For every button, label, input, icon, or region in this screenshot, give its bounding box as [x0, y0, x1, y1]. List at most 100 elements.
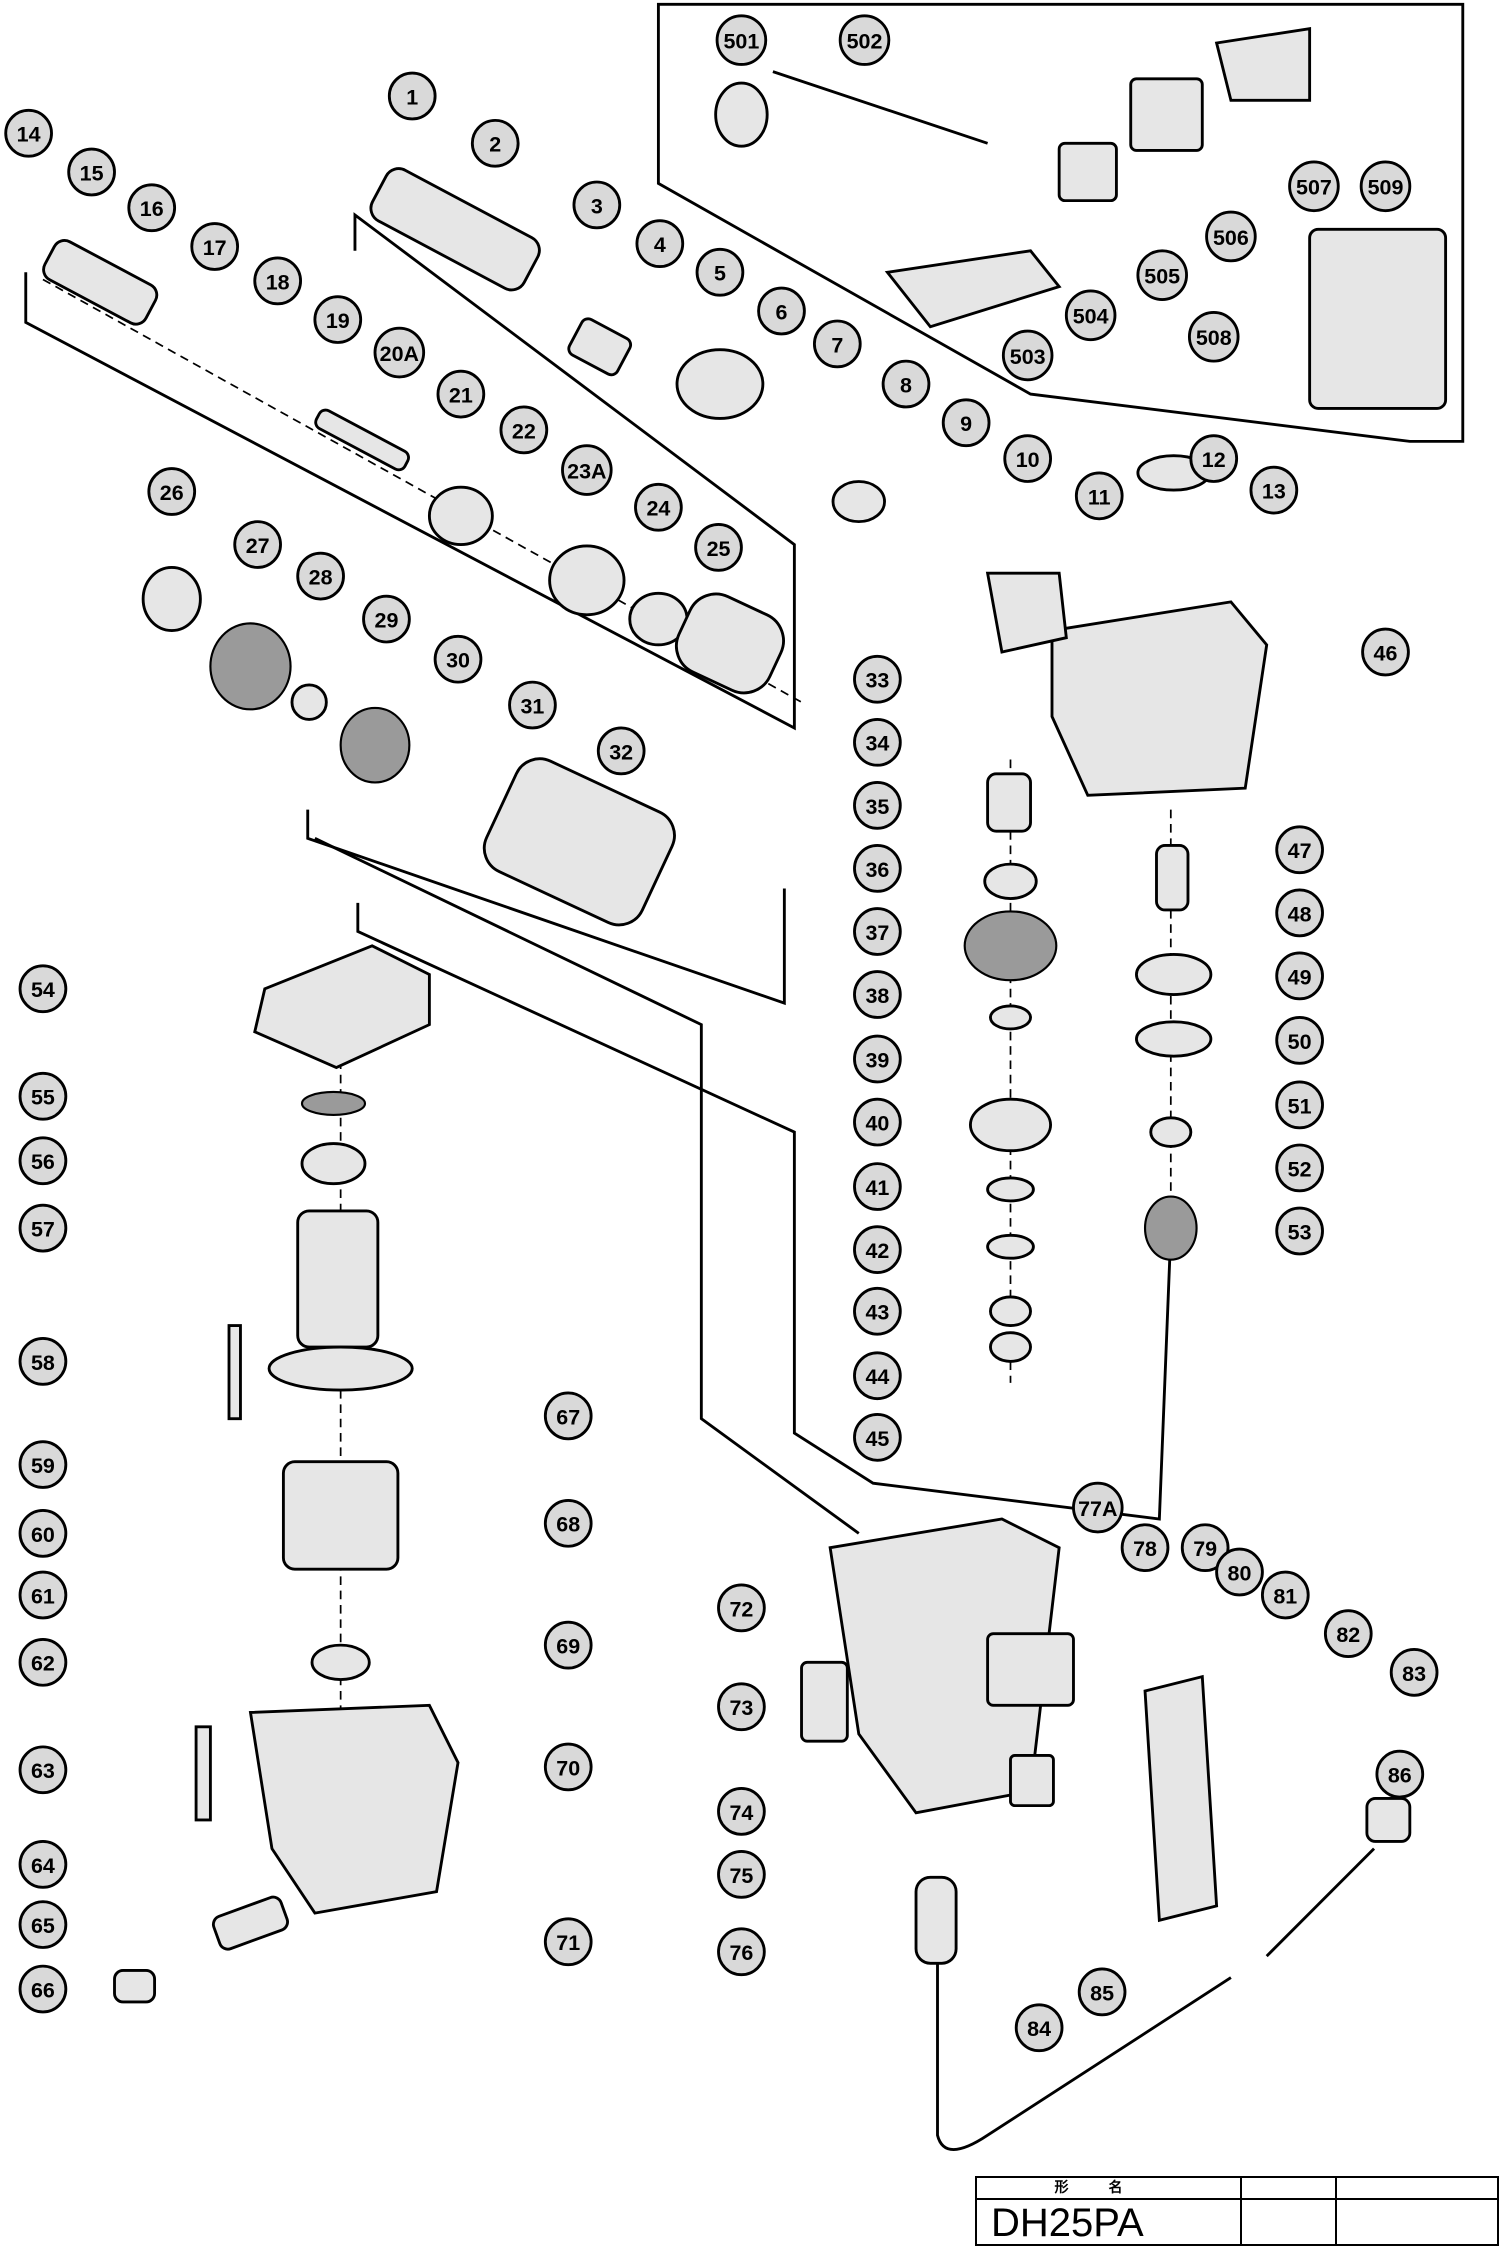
- callout-circle: [18, 1840, 68, 1889]
- callout-label: 74: [729, 1801, 753, 1825]
- callout-27: 27: [233, 520, 282, 569]
- callout-circle: [717, 1927, 766, 1977]
- callout-label: 16: [140, 197, 164, 221]
- callout-79: 79: [1180, 1523, 1230, 1573]
- callout-circle: [190, 222, 240, 271]
- callout-label: 28: [309, 566, 333, 590]
- callout-34: 34: [853, 717, 902, 767]
- callout-24: 24: [634, 482, 683, 532]
- callout-circle: [635, 219, 685, 268]
- callout-label: 83: [1402, 1662, 1426, 1686]
- callout-58: 58: [18, 1337, 68, 1386]
- callout-circle: [853, 1162, 902, 1211]
- callout-33: 33: [853, 654, 902, 704]
- callout-label: 73: [729, 1696, 753, 1720]
- callout-65: 65: [18, 1900, 68, 1949]
- callout-circle: [362, 594, 411, 644]
- callout-circle: [1187, 310, 1240, 363]
- callout-circle: [18, 1203, 68, 1253]
- callout-label: 21: [449, 384, 473, 408]
- callout-label: 65: [31, 1914, 55, 1938]
- callout-circle: [1288, 160, 1340, 213]
- callout-57: 57: [18, 1203, 68, 1253]
- title-block-empty-cell: [1242, 2200, 1337, 2246]
- frame-path-outline: [356, 902, 1173, 1521]
- callout-43: 43: [853, 1286, 902, 1336]
- title-block-empty-cell: [1242, 2178, 1337, 2200]
- callout-20a: 20A: [373, 326, 426, 379]
- callout-77a: 77A: [1072, 1481, 1124, 1534]
- callout-circle: [715, 14, 768, 66]
- model-number: DH25PA: [977, 2200, 1242, 2246]
- callout-label: 3: [591, 194, 603, 218]
- callout-26: 26: [147, 467, 197, 516]
- callout-75: 75: [717, 1850, 766, 1899]
- callout-circle: [147, 467, 197, 516]
- callout-circle: [543, 1917, 593, 1967]
- callout-circle: [1275, 1206, 1324, 1256]
- callout-label: 508: [1196, 326, 1232, 350]
- callout-17: 17: [190, 222, 240, 271]
- callout-circle: [470, 118, 520, 168]
- callout-circle: [1260, 1570, 1310, 1620]
- callout-label: 5: [714, 262, 726, 286]
- callout-label: 29: [375, 608, 399, 632]
- callout-circle: [1189, 434, 1239, 483]
- callout-label: 20A: [380, 342, 419, 366]
- callout-label: 38: [865, 984, 889, 1008]
- callout-circle: [18, 1900, 68, 1949]
- title-block-empty-cell: [1337, 2178, 1497, 2200]
- callout-5: 5: [695, 247, 745, 297]
- callout-circle: [18, 1570, 68, 1620]
- callout-51: 51: [1275, 1080, 1324, 1130]
- callout-label: 82: [1336, 1623, 1360, 1647]
- callout-circle: [853, 1412, 902, 1462]
- callout-48: 48: [1275, 888, 1324, 938]
- callout-12: 12: [1189, 434, 1239, 483]
- callout-7: 7: [812, 319, 862, 369]
- callout-circle: [1275, 825, 1324, 875]
- callout-label: 44: [865, 1365, 889, 1389]
- callout-circle: [1120, 1523, 1170, 1573]
- callout-circle: [853, 844, 902, 893]
- callout-circle: [757, 286, 806, 336]
- callout-circle: [4, 108, 53, 158]
- callout-label: 503: [1010, 345, 1046, 369]
- callout-71: 71: [543, 1917, 593, 1967]
- callout-label: 47: [1288, 839, 1312, 863]
- callout-label: 506: [1213, 226, 1249, 250]
- callout-circle: [1275, 1080, 1324, 1130]
- callout-circle: [853, 1034, 902, 1084]
- barrel-group-outline: [24, 212, 796, 731]
- callout-37: 37: [853, 907, 902, 956]
- callout-66: 66: [18, 1964, 68, 2014]
- callout-circle: [1001, 329, 1054, 382]
- callout-46: 46: [1361, 627, 1410, 677]
- callout-84: 84: [1014, 2003, 1064, 2053]
- callout-74: 74: [717, 1786, 766, 1836]
- callout-circle: [1180, 1523, 1230, 1573]
- callout-80: 80: [1215, 1547, 1264, 1597]
- callout-55: 55: [18, 1071, 68, 1121]
- callout-label: 54: [31, 978, 55, 1002]
- callout-circle: [717, 1682, 766, 1732]
- callout-label: 53: [1288, 1220, 1312, 1244]
- callout-76: 76: [717, 1927, 766, 1977]
- callout-circle: [853, 1286, 902, 1336]
- callout-3: 3: [572, 180, 622, 230]
- callout-85: 85: [1077, 1967, 1127, 2017]
- callout-circle: [296, 551, 345, 601]
- callout-label: 19: [326, 309, 350, 333]
- callout-label: 42: [865, 1239, 889, 1263]
- callout-label: 55: [31, 1086, 55, 1110]
- callout-47: 47: [1275, 825, 1324, 875]
- callout-50: 50: [1275, 1016, 1324, 1065]
- callout-circle: [941, 398, 991, 448]
- callout-circle: [253, 256, 303, 306]
- callout-label: 31: [521, 694, 545, 718]
- callout-19: 19: [313, 295, 363, 344]
- callout-83: 83: [1389, 1647, 1439, 1697]
- callout-circle: [433, 634, 483, 684]
- callout-label: 52: [1288, 1157, 1312, 1181]
- callout-circle: [572, 180, 622, 230]
